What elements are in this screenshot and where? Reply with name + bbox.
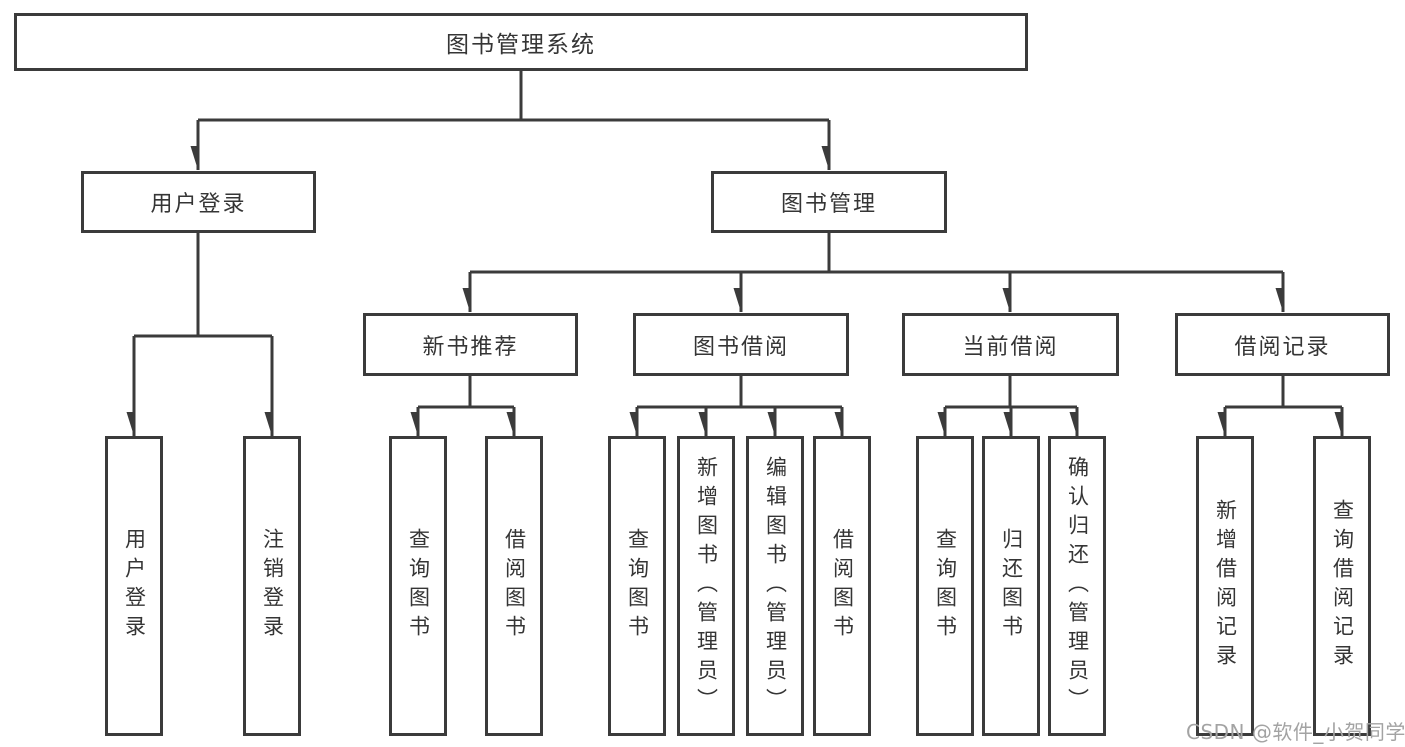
- node-user-login: 用户登录: [81, 171, 316, 233]
- leaf-add-book-admin-label: 新增图书（管理员）: [694, 455, 719, 717]
- leaf-query-book-recommend: 查询图书: [389, 436, 447, 736]
- leaf-confirm-return-admin-label: 确认归还（管理员）: [1065, 455, 1090, 717]
- leaf-borrow-book-label: 借阅图书: [830, 528, 855, 644]
- node-book-borrow: 图书借阅: [633, 313, 849, 376]
- leaf-user-login: 用户登录: [105, 436, 163, 736]
- leaf-query-book-borrow-label: 查询图书: [625, 528, 650, 644]
- node-book-management: 图书管理: [711, 171, 947, 233]
- leaf-borrow-book-recommend: 借阅图书: [485, 436, 543, 736]
- node-current-borrow-label: 当前借阅: [962, 334, 1059, 360]
- node-current-borrow: 当前借阅: [902, 313, 1119, 376]
- leaf-query-borrow-record: 查询借阅记录: [1313, 436, 1371, 736]
- leaf-query-book-borrow: 查询图书: [608, 436, 666, 736]
- node-book-borrow-label: 图书借阅: [692, 334, 789, 360]
- leaf-return-book-label: 归还图书: [999, 528, 1024, 644]
- leaf-add-book-admin: 新增图书（管理员）: [677, 436, 735, 736]
- leaf-logout-label: 注销登录: [260, 528, 285, 644]
- leaf-query-book-recommend-label: 查询图书: [406, 528, 431, 644]
- leaf-add-borrow-record: 新增借阅记录: [1196, 436, 1254, 736]
- leaf-borrow-book-recommend-label: 借阅图书: [502, 528, 527, 644]
- leaf-logout: 注销登录: [243, 436, 301, 736]
- leaf-user-login-label: 用户登录: [122, 528, 147, 644]
- leaf-query-book-current-label: 查询图书: [933, 528, 958, 644]
- leaf-confirm-return-admin: 确认归还（管理员）: [1048, 436, 1106, 736]
- leaf-edit-book-admin-label: 编辑图书（管理员）: [763, 455, 788, 717]
- node-root-label: 图书管理系统: [446, 32, 596, 58]
- leaf-query-book-current: 查询图书: [916, 436, 974, 736]
- leaf-add-borrow-record-label: 新增借阅记录: [1213, 499, 1238, 673]
- leaf-return-book: 归还图书: [982, 436, 1040, 736]
- node-user-login-label: 用户登录: [150, 192, 247, 217]
- node-book-management-label: 图书管理: [780, 192, 877, 217]
- leaf-borrow-book: 借阅图书: [813, 436, 871, 736]
- node-new-book-recommend: 新书推荐: [363, 313, 578, 376]
- node-root-system: 图书管理系统: [14, 13, 1028, 71]
- node-borrow-record-label: 借阅记录: [1234, 334, 1331, 360]
- node-new-book-recommend-label: 新书推荐: [422, 334, 519, 360]
- leaf-query-borrow-record-label: 查询借阅记录: [1330, 499, 1355, 673]
- csdn-watermark: CSDN @软件_小贺同学: [1186, 720, 1405, 744]
- node-borrow-record: 借阅记录: [1175, 313, 1390, 376]
- leaf-edit-book-admin: 编辑图书（管理员）: [746, 436, 804, 736]
